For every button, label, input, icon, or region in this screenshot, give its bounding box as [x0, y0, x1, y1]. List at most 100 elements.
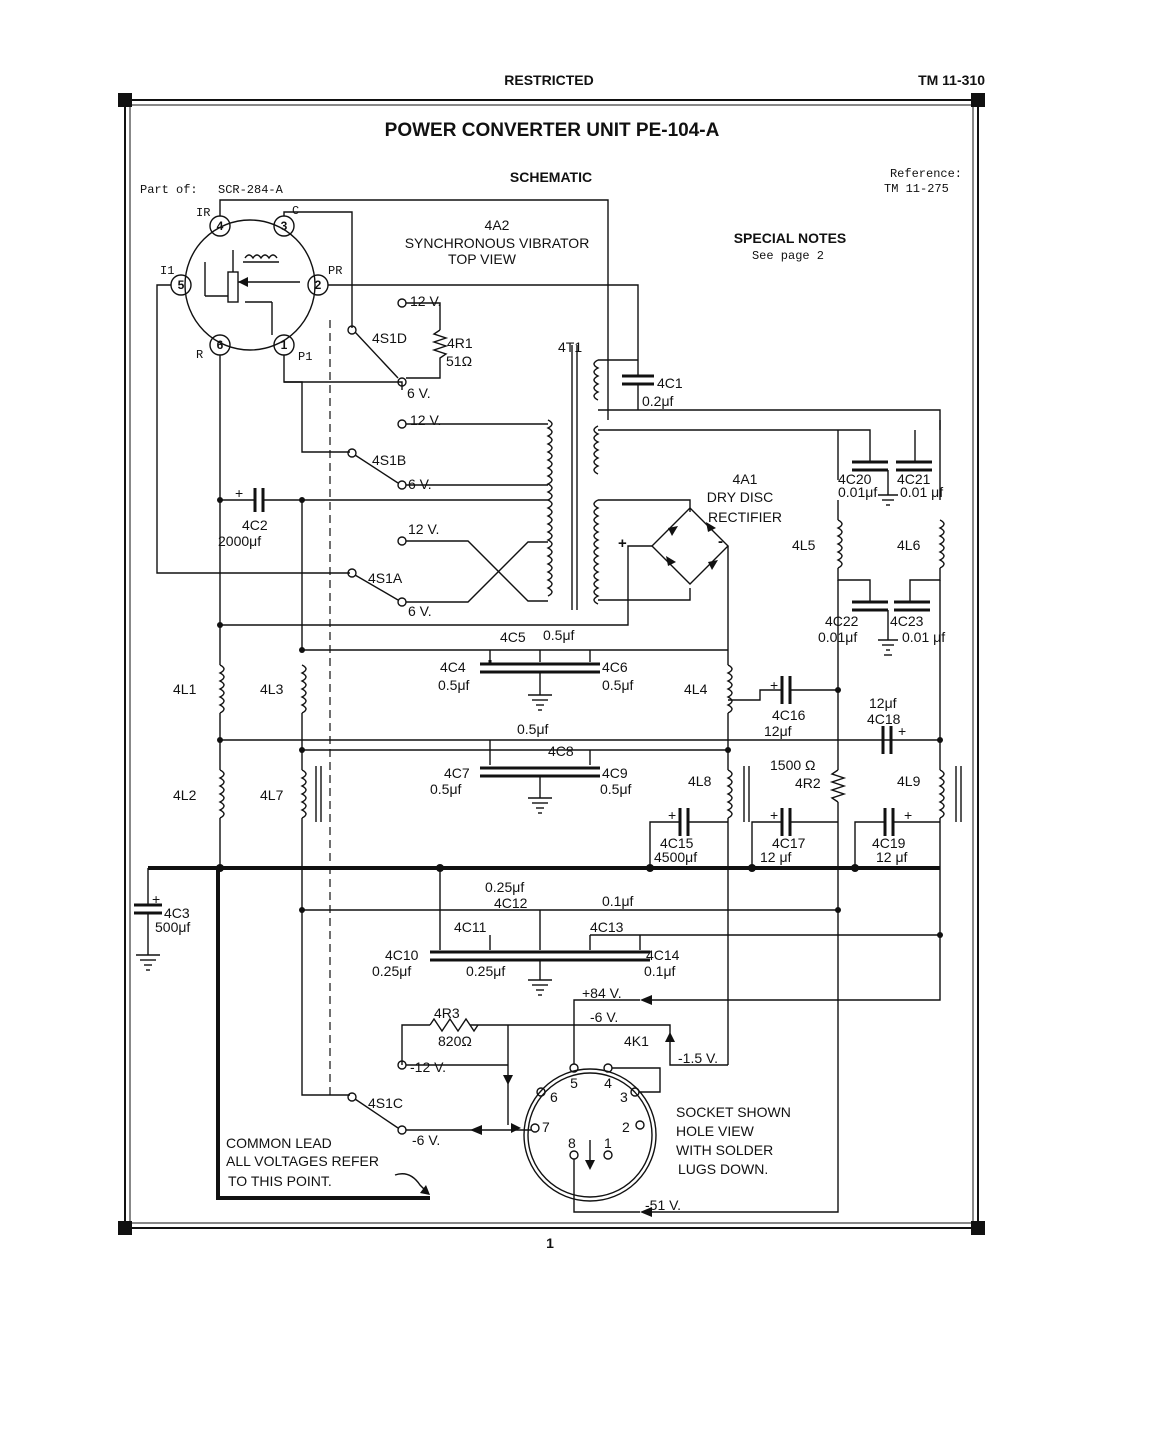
page-title: POWER CONVERTER UNIT PE-104-A [385, 120, 720, 141]
voltage-label: -6 V. [590, 1009, 618, 1025]
component-label: 4C5 [500, 629, 526, 645]
voltage-label: 6 V. [407, 385, 431, 401]
socket-note: SOCKET SHOWN [676, 1104, 791, 1120]
component-label: 4C4 [440, 659, 466, 675]
socket-note: HOLE VIEW [676, 1123, 755, 1139]
page-frame [118, 93, 985, 1235]
rectifier-type: DRY DISC [707, 489, 773, 505]
component-label: 4C23 [890, 613, 924, 629]
component-value: 12μf [869, 695, 897, 711]
component-label: 4C21 [897, 471, 931, 487]
component-value: 0.5μf [438, 677, 470, 693]
component-label: 4L4 [684, 681, 708, 697]
component-value: 2000μf [218, 533, 261, 549]
component-label: 4C7 [444, 765, 470, 781]
common-lead-note: ALL VOLTAGES REFER [226, 1153, 379, 1169]
socket-pin-number: 1 [604, 1135, 612, 1151]
component-value: 12 μf [876, 849, 908, 865]
component-value: 0.2μf [642, 393, 674, 409]
component-label: 4C22 [825, 613, 859, 629]
reference-value: TM 11-275 [884, 182, 949, 196]
socket-pin-number: 7 [542, 1119, 550, 1135]
component-value: 0.5μf [543, 627, 575, 643]
voltage-label: 6 V. [408, 603, 432, 619]
special-notes-text: See page 2 [752, 249, 824, 263]
component-value: 0.1μf [602, 893, 634, 909]
voltage-label: 12 V. [410, 412, 441, 428]
switch-label: 4S1D [372, 330, 407, 346]
component-label: 4C9 [602, 765, 628, 781]
vibrator-pin-number: 6 [217, 338, 224, 352]
socket-pin-number: 3 [620, 1089, 628, 1105]
switch-label: 4S1B [372, 452, 406, 468]
component-value: 0.25μf [466, 963, 505, 979]
component-label: 4L8 [688, 773, 712, 789]
page-number: 1 [546, 1235, 554, 1251]
vibrator-pin-label: R [196, 348, 203, 362]
vibrator-body [184, 219, 316, 351]
frame-corner-mark [971, 1221, 985, 1235]
socket-note: LUGS DOWN. [678, 1161, 768, 1177]
socket-note: WITH SOLDER [676, 1142, 773, 1158]
component-label: 4L9 [897, 773, 921, 789]
polarity-mark: - [718, 533, 723, 550]
vibrator-pin-number: 3 [281, 219, 288, 233]
component-value: 0.01 μf [900, 484, 943, 500]
component-label: 4C12 [494, 895, 528, 911]
diagram-subtitle: SCHEMATIC [510, 169, 592, 185]
component-label: 4L6 [897, 537, 921, 553]
manual-number: TM 11-310 [918, 72, 985, 88]
component-value: 12μf [764, 723, 792, 739]
component-label: 4C19 [872, 835, 906, 851]
component-label: 4L2 [173, 787, 197, 803]
synchronous-vibrator: 4 3 5 2 6 1 IR C I1 PR R P1 [160, 204, 342, 364]
voltage-label: 6 V. [408, 476, 432, 492]
polarity-mark: + [152, 891, 160, 907]
voltage-label: +84 V. [582, 985, 622, 1001]
component-value: 0.25μf [485, 879, 524, 895]
component-value: 51Ω [446, 353, 472, 369]
polarity-mark: + [235, 485, 243, 501]
component-value: 0.01 μf [902, 629, 945, 645]
part-of-label: Part of: [140, 183, 198, 197]
socket-pin-number: 2 [622, 1119, 630, 1135]
voltage-label: 12 V. [408, 521, 439, 537]
component-value: 500μf [155, 919, 190, 935]
socket-pin-number: 6 [550, 1089, 558, 1105]
common-lead-note: TO THIS POINT. [228, 1173, 332, 1189]
component-label: 4C17 [772, 835, 806, 851]
polarity-mark: + [770, 677, 778, 693]
component-label: 4C15 [660, 835, 694, 851]
polarity-mark: + [770, 807, 778, 823]
polarity-mark: + [904, 807, 912, 823]
component-value: 820Ω [438, 1033, 472, 1049]
component-value: 0.5μf [430, 781, 462, 797]
component-label: 4C14 [646, 947, 680, 963]
vibrator-pin-label: P1 [298, 350, 312, 364]
component-label: 4R3 [434, 1005, 460, 1021]
component-value: 0.1μf [644, 963, 676, 979]
vibrator-view: TOP VIEW [448, 251, 517, 267]
vibrator-pin-label: C [292, 204, 299, 218]
vibrator-pin-number: 2 [315, 278, 322, 292]
frame-corner-mark [971, 93, 985, 107]
component-label: 4C13 [590, 919, 624, 935]
component-label: 4L1 [173, 681, 197, 697]
component-value: 4500μf [654, 849, 697, 865]
frame-corner-mark [118, 1221, 132, 1235]
voltage-label: 12 V. [410, 293, 441, 309]
socket-pin-number: 8 [568, 1135, 576, 1151]
component-value: 0.01μf [818, 629, 857, 645]
voltage-label: -12 V. [410, 1059, 446, 1075]
socket-pin-number: 4 [604, 1075, 612, 1091]
part-of-value: SCR-284-A [218, 183, 284, 197]
vibrator-pin-label: I1 [160, 264, 174, 278]
component-label: 4C2 [242, 517, 268, 533]
polarity-mark: + [618, 535, 627, 552]
component-label: 4L3 [260, 681, 284, 697]
vibrator-name: 4A2 [485, 217, 510, 233]
reference-label: Reference: [890, 167, 962, 181]
vibrator-pin-number: 1 [281, 338, 288, 352]
component-label: 4R1 [447, 335, 473, 351]
component-value: 0.5μf [600, 781, 632, 797]
